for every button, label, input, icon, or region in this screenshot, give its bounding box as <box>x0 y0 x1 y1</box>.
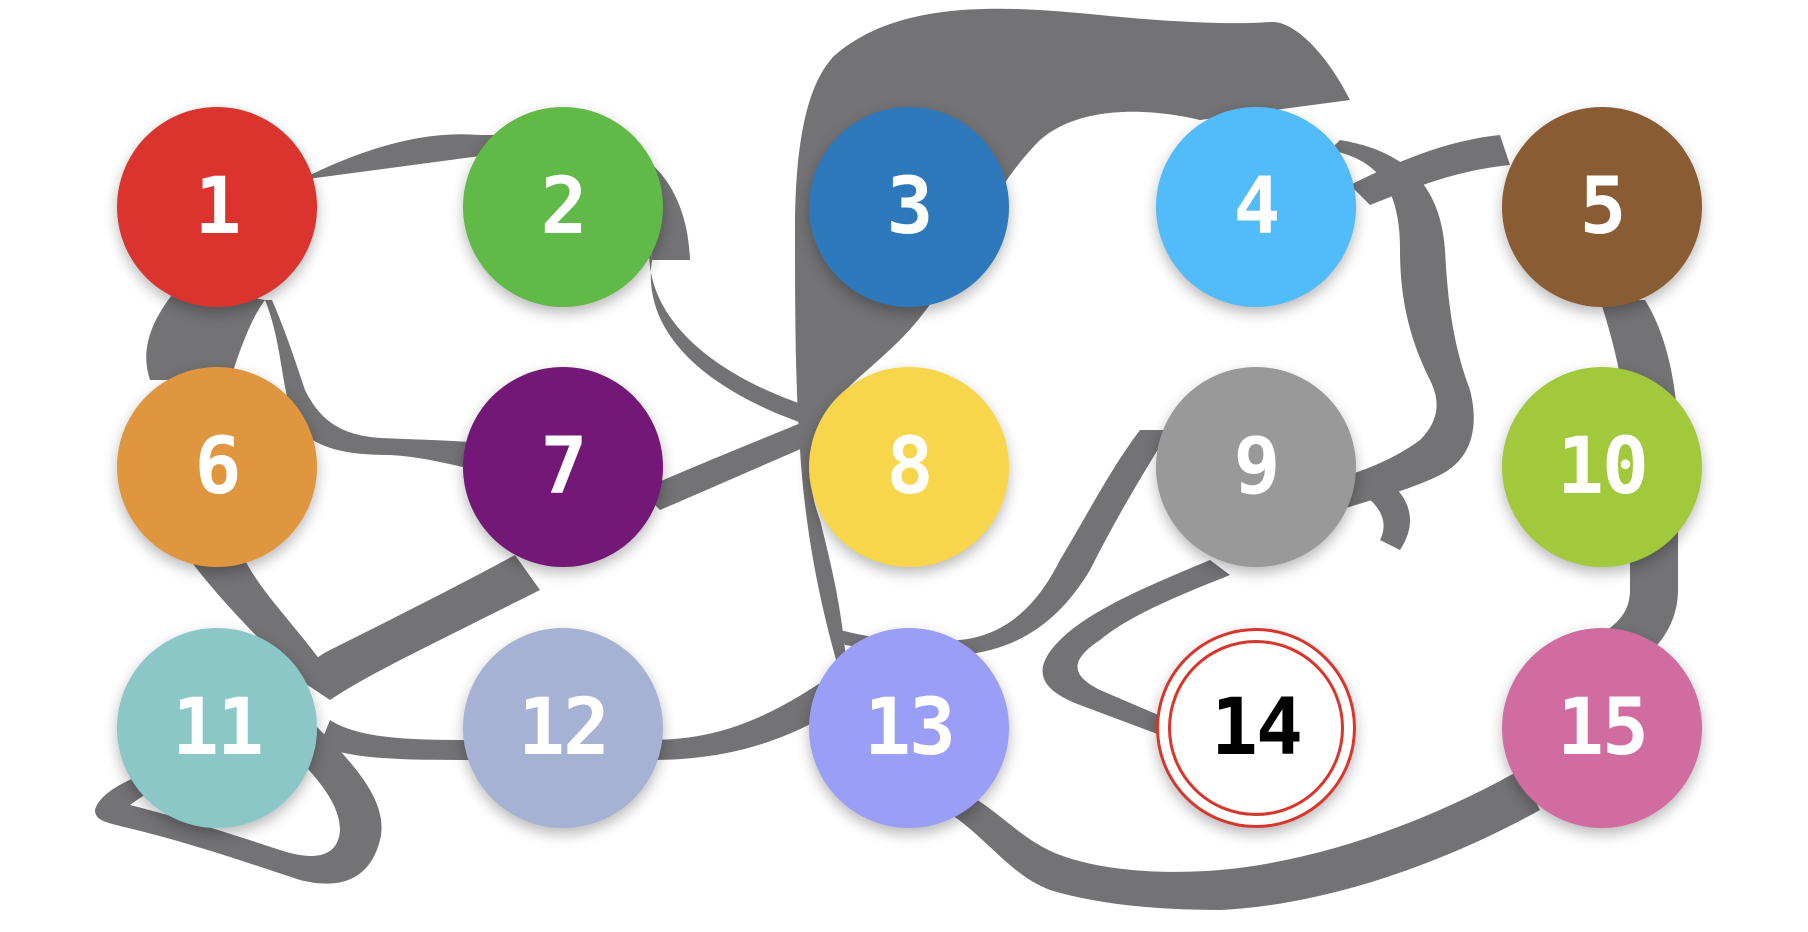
node-number: 3 <box>886 162 934 252</box>
ribbon-14-15 <box>1340 470 1410 550</box>
puzzle-node-3[interactable]: 3 <box>809 107 1009 307</box>
ribbon-9-14 <box>1042 560 1230 735</box>
node-number: 8 <box>886 422 934 512</box>
ribbon-4-10 <box>1330 140 1474 510</box>
puzzle-node-10[interactable]: 10 <box>1502 367 1702 567</box>
ribbon-1-2 <box>300 134 690 260</box>
ribbon-1-7 <box>265 300 500 475</box>
ribbon-1-6-loop <box>146 285 265 380</box>
node-number: 1 <box>194 162 242 252</box>
ribbon-7-12 <box>300 555 540 700</box>
ribbon-11-13 <box>320 670 860 760</box>
puzzle-node-7[interactable]: 7 <box>463 367 663 567</box>
node-number: 11 <box>172 683 264 773</box>
puzzle-node-9[interactable]: 9 <box>1156 367 1356 567</box>
ribbon-6-11 <box>190 560 320 680</box>
node-number: 5 <box>1579 162 1627 252</box>
node-number: 10 <box>1557 422 1649 512</box>
puzzle-node-14-selected[interactable]: 14 <box>1156 628 1356 828</box>
puzzle-node-4[interactable]: 4 <box>1156 107 1356 307</box>
node-number: 4 <box>1233 162 1281 252</box>
puzzle-node-5[interactable]: 5 <box>1502 107 1702 307</box>
puzzle-node-2[interactable]: 2 <box>463 107 663 307</box>
ribbon-13-8 <box>840 430 1170 657</box>
puzzle-node-12[interactable]: 12 <box>463 628 663 828</box>
node-number: 13 <box>864 683 956 773</box>
node-number: 9 <box>1233 422 1281 512</box>
node-number: 12 <box>518 683 610 773</box>
ribbon-4-5 <box>1350 135 1510 205</box>
puzzle-node-11[interactable]: 11 <box>117 628 317 828</box>
puzzle-node-13[interactable]: 13 <box>809 628 1009 828</box>
puzzle-node-8[interactable]: 8 <box>809 367 1009 567</box>
node-number: 7 <box>540 422 588 512</box>
puzzle-node-6[interactable]: 6 <box>117 367 317 567</box>
puzzle-node-1[interactable]: 1 <box>117 107 317 307</box>
node-number: 14 <box>1211 683 1303 773</box>
ribbon-13-15 <box>945 770 1540 910</box>
node-number: 6 <box>194 422 242 512</box>
puzzle-node-15[interactable]: 15 <box>1502 628 1702 828</box>
node-number: 2 <box>540 162 588 252</box>
node-number: 15 <box>1557 683 1649 773</box>
